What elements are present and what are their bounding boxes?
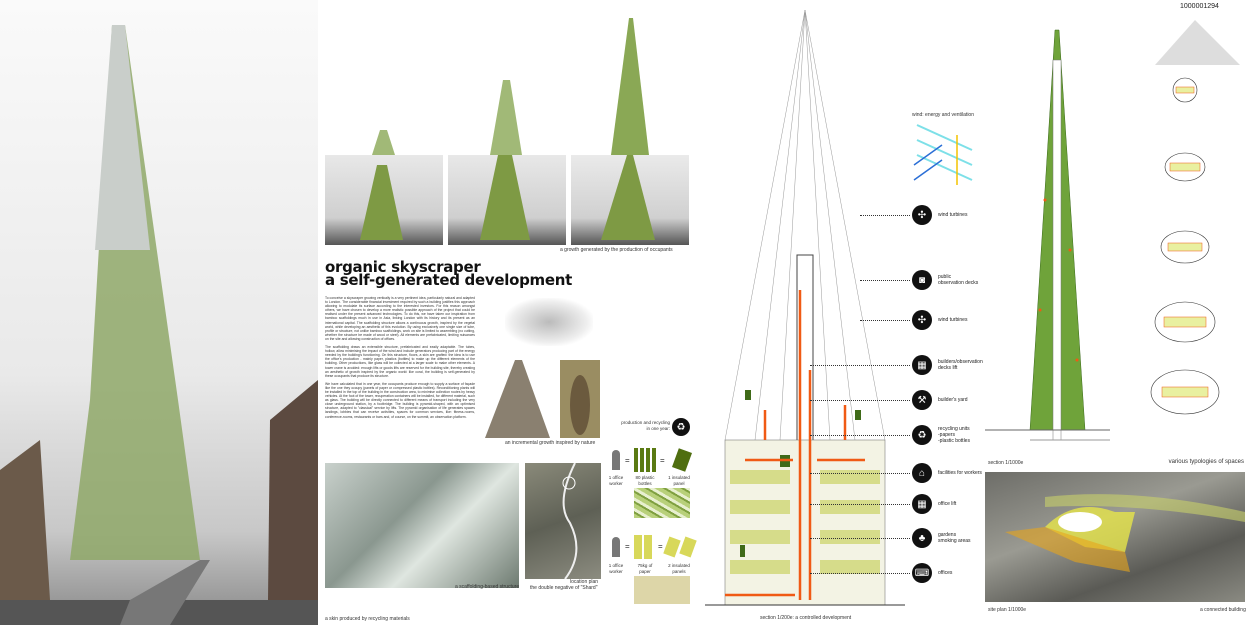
leader-line [810, 573, 910, 574]
label-office-worker: 1 office worker [608, 475, 624, 486]
equals-sign: = [658, 542, 663, 551]
title-line-1: organic skyscraper [325, 258, 481, 276]
tower-render-illustration [0, 25, 318, 625]
growth-render-2 [448, 155, 566, 245]
bamboo-scaffold-image [480, 360, 556, 438]
growth-render-3-top [571, 0, 689, 155]
caption-double-negative: the double negative of "Shard" [530, 585, 598, 591]
lift-icon: ▦ [912, 494, 932, 514]
body-paragraph: We have calculated that in one year, the… [325, 381, 475, 419]
legend-label: recycling units -papers -plastic bottles [938, 426, 970, 444]
wind-turbine-icon: ✣ [912, 310, 932, 330]
leader-line [810, 400, 910, 401]
leader-line [810, 365, 910, 366]
equals-sign: = [625, 456, 630, 465]
house-icon: ⌂ [912, 463, 932, 483]
skin-image [325, 463, 519, 588]
leader-line [860, 280, 910, 281]
poster-title: organic skyscraper a self-generated deve… [325, 258, 572, 289]
legend-label: builder's yard [938, 397, 968, 403]
caption-section-200: section 1/200e: a controlled development [760, 615, 852, 621]
caption-connected: a connected building [1200, 607, 1246, 613]
legend-item: ✣ wind turbines [912, 205, 967, 225]
recycling-heading: production and recycling in one year: [621, 420, 670, 431]
label-paper: 75kg of paper [637, 563, 653, 574]
equals-sign: = [660, 456, 665, 465]
body-paragraph: To conceive a skyscraper growing vertica… [325, 296, 475, 341]
typologies-diagram [1150, 20, 1240, 415]
caption-growth-occupants: a growth generated by the production of … [560, 247, 673, 253]
legend-item: ⌂ facilities for workers [912, 463, 982, 483]
plastic-bottles-icon [634, 448, 656, 472]
label-office-worker: 1 office worker [608, 563, 624, 574]
location-plan-image [525, 463, 601, 579]
bamboo-shoot-image [560, 360, 600, 438]
body-paragraph: The scaffolding draws an extensible stru… [325, 345, 475, 378]
insulated-panel-icon [672, 448, 692, 472]
insulated-panel-icon [679, 536, 697, 558]
legend-label: facilities for workers [938, 470, 982, 476]
insulated-panel-icon [663, 536, 681, 558]
legend-label: offices [938, 570, 953, 576]
tree-icon: ♣ [912, 528, 932, 548]
legend-label: wind turbines [938, 212, 968, 218]
caption-location-plan: location plan [570, 579, 599, 585]
plastic-panel-texture [634, 488, 690, 518]
section-drawing-1-200 [705, 9, 905, 606]
growth-render-1-top [325, 100, 443, 155]
legend-label: public observation decks [938, 274, 979, 286]
paper-panel-texture [634, 576, 690, 604]
growth-render-2-top [448, 60, 566, 155]
hero-render [0, 0, 318, 625]
growth-render-3 [571, 155, 689, 245]
poster-id: 1000001294 [1180, 3, 1219, 10]
legend-item: ✣ wind turbines [912, 310, 967, 330]
legend-item: ⌨ offices [912, 563, 952, 583]
legend-item: ⚒ builder's yard [912, 390, 968, 410]
camera-icon: ◙ [912, 270, 932, 290]
paper-icon [634, 535, 654, 559]
legend-item: ▦ builders/observation decks lift [912, 355, 983, 375]
label-insulated-panel: 1 insulated panel [668, 475, 690, 486]
leader-line [860, 320, 910, 321]
leader-line [810, 504, 910, 505]
growth-render-1 [325, 155, 443, 245]
recycle-icon: ♻ [912, 425, 932, 445]
recycle-icon: ♻ [672, 418, 690, 436]
caption-skin-recycling: a skin produced by recycling materials [325, 616, 410, 622]
caption-site-plan: site plan 1/1000e [988, 607, 1027, 613]
office-desk-icon: ⌨ [912, 563, 932, 583]
legend-label: gardens smoking areas [938, 532, 971, 544]
body-text: To conceive a skyscraper growing vertica… [325, 296, 475, 423]
office-worker-icon [612, 450, 620, 470]
legend-label: office lift [938, 501, 957, 507]
caption-incremental-growth: an incremental growth inspired by nature [505, 440, 596, 446]
legend-item: ♻ recycling units -papers -plastic bottle… [912, 425, 970, 445]
label-insulated-panels: 2 insulated panels [668, 563, 690, 574]
wind-turbine-icon: ✣ [912, 205, 932, 225]
caption-scaffolding-structure: a scaffolding-based structure [455, 584, 520, 590]
leader-line [810, 473, 910, 474]
site-plan-image [985, 472, 1245, 602]
builder-icon: ⚒ [912, 390, 932, 410]
caption-typologies: various typologies of spaces [1168, 459, 1244, 465]
leader-line [860, 215, 910, 216]
caption-section-1000: section 1/1000e [988, 460, 1024, 466]
leader-line [810, 435, 910, 436]
legend-label: wind turbines [938, 317, 968, 323]
label-plastic-bottles: 80 plastic bottles [635, 475, 655, 486]
title-line-2: a self-generated development [325, 271, 572, 289]
lift-icon: ▦ [912, 355, 932, 375]
equals-sign: = [625, 542, 630, 551]
wind-diagram [913, 124, 973, 185]
section-drawing-1-1000 [985, 29, 1110, 441]
office-worker-icon [612, 537, 620, 557]
wireframe-model-image [505, 298, 593, 346]
wind-diagram-label: wind: energy and ventilation [912, 112, 974, 118]
legend-item: ♣ gardens smoking areas [912, 528, 971, 548]
legend-label: builders/observation decks lift [938, 359, 983, 371]
leader-line [810, 538, 910, 539]
legend-item: ◙ public observation decks [912, 270, 978, 290]
legend-item: ▦ office lift [912, 494, 956, 514]
